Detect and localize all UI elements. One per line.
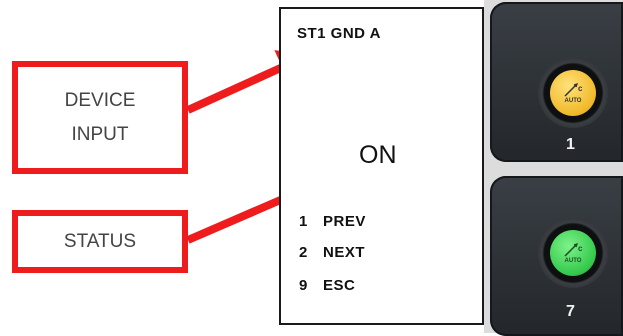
auto-gear-icon: c	[564, 242, 583, 257]
button-number: 1	[566, 136, 575, 153]
device-input-label-line1: DEVICE	[64, 89, 136, 111]
status-callout-label: STATUS	[63, 230, 137, 252]
auto-label: AUTO	[564, 258, 582, 264]
status-value: ON	[359, 141, 397, 169]
auto-cap-yellow: c AUTO	[550, 70, 596, 116]
svg-text:c: c	[578, 84, 583, 93]
button-knob: c AUTO	[538, 58, 608, 128]
auto-cap-green: c AUTO	[550, 230, 596, 276]
device-input-label-line2: INPUT	[71, 123, 129, 145]
option-key: 2	[299, 244, 308, 261]
button-number: 7	[566, 303, 575, 320]
device-input-arrow-icon	[186, 62, 287, 114]
auto-label: AUTO	[564, 98, 582, 104]
device-input-callout: DEVICE INPUT	[12, 61, 188, 174]
option-label: ESC	[323, 277, 356, 294]
menu-option-esc[interactable]: 9 ESC	[299, 277, 355, 294]
svg-text:c: c	[578, 244, 583, 253]
menu-option-next[interactable]: 2 NEXT	[299, 244, 365, 261]
menu-option-prev[interactable]: 1 PREV	[299, 213, 366, 230]
hardware-button-panel: c AUTO 1 c AUTO 7	[484, 0, 623, 336]
option-key: 1	[299, 213, 308, 230]
device-input-header: ST1 GND A	[297, 25, 381, 42]
auto-gear-icon: c	[564, 82, 583, 97]
button-knob: c AUTO	[538, 218, 608, 288]
station-button-1[interactable]: c AUTO 1	[490, 2, 623, 162]
station-button-7[interactable]: c AUTO 7	[490, 176, 623, 336]
option-key: 9	[299, 277, 308, 294]
status-callout: STATUS	[12, 210, 188, 273]
device-display: ST1 GND A ON 1 PREV 2 NEXT 9 ESC	[279, 7, 484, 325]
option-label: PREV	[323, 213, 366, 230]
option-label: NEXT	[323, 244, 366, 261]
